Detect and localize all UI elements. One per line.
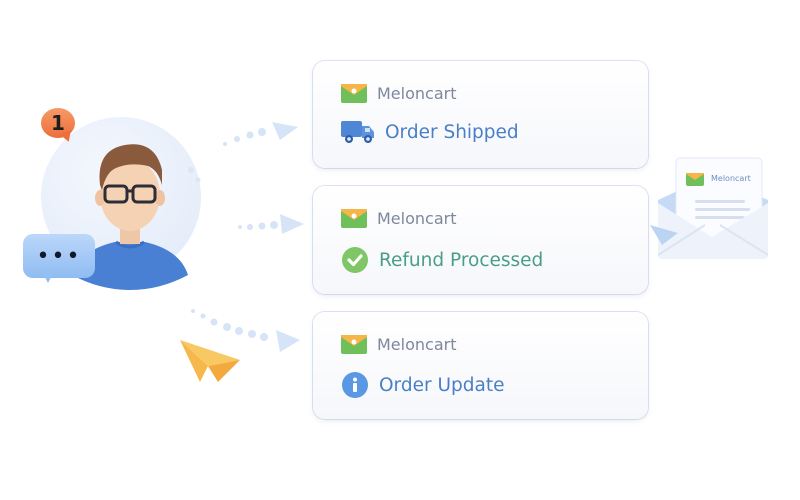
- notification-card-order-update[interactable]: Meloncart Order Update: [313, 312, 648, 419]
- user-avatar: [72, 144, 201, 290]
- open-envelope-illustration: Meloncart: [650, 155, 775, 265]
- check-circle-icon: [342, 247, 368, 273]
- sender-name: Meloncart: [377, 335, 457, 354]
- typing-dots: •••: [36, 243, 82, 269]
- event-label: Refund Processed: [379, 249, 544, 271]
- envelope-icon: [341, 335, 367, 354]
- sender-name: Meloncart: [377, 209, 457, 228]
- letter-sender-name: Meloncart: [711, 174, 751, 183]
- info-icon: [342, 372, 368, 398]
- event-label: Order Update: [379, 374, 505, 396]
- event-label: Order Shipped: [385, 121, 519, 143]
- notification-card-order-shipped[interactable]: Meloncart Order Shipped: [313, 61, 648, 168]
- notification-count: 1: [51, 111, 65, 135]
- truck-icon: [341, 121, 374, 143]
- chat-bubble-icon: •••: [23, 234, 95, 283]
- notification-card-refund-processed[interactable]: Meloncart Refund Processed: [313, 186, 648, 294]
- notification-badge: 1: [41, 108, 75, 144]
- paper-plane-icon: [180, 340, 240, 382]
- envelope-icon: [341, 209, 367, 228]
- envelope-icon: [341, 84, 367, 103]
- sender-name: Meloncart: [377, 84, 457, 103]
